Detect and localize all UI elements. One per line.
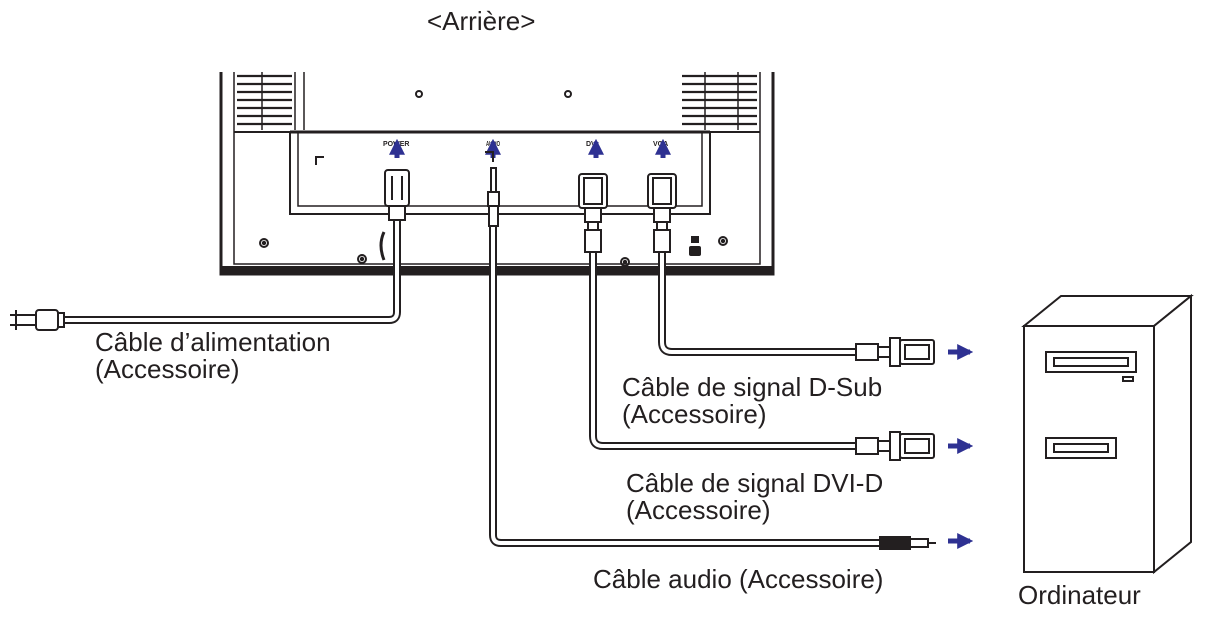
lock-icon [689,236,701,256]
vent-right [682,72,757,130]
audio-end-connector [879,536,936,550]
screw-holes [259,90,728,267]
dsub-cable-label: Câble de signal D-Sub (Accessoire) [622,374,882,428]
dvi-cable-name: Câble de signal DVI-D [626,468,884,498]
port-arrows [388,138,672,158]
audio-socket-mark [485,151,494,162]
dsub-cable-name: Câble de signal D-Sub [622,372,883,402]
audio-cable-label: Câble audio (Accessoire) [593,564,884,594]
audio-plug-connector [487,167,500,227]
vent-left [237,72,305,130]
dvi-plug-connector [578,173,608,253]
computer-tower-icon [1021,293,1194,575]
computer-arrows [948,343,974,550]
computer-label: Ordinateur [1018,580,1141,610]
cables [52,214,884,547]
vga-plug-connector [647,173,677,253]
mains-plug-icon [10,309,65,331]
power-cable-name: Câble d’alimentation [95,327,331,357]
dvi-end-connector [855,431,935,461]
dsub-end-connector [855,337,935,367]
view-title: <Arrière> [427,6,536,36]
dvi-cable-label: Câble de signal DVI-D (Accessoire) [626,470,883,524]
dsub-cable-note: (Accessoire) [622,399,767,429]
corner-mark [315,156,386,261]
power-plug-connector [384,169,410,221]
power-cable-note: (Accessoire) [95,354,240,384]
dvi-cable-note: (Accessoire) [626,495,771,525]
power-cable-label: Câble d’alimentation (Accessoire) [95,329,331,383]
